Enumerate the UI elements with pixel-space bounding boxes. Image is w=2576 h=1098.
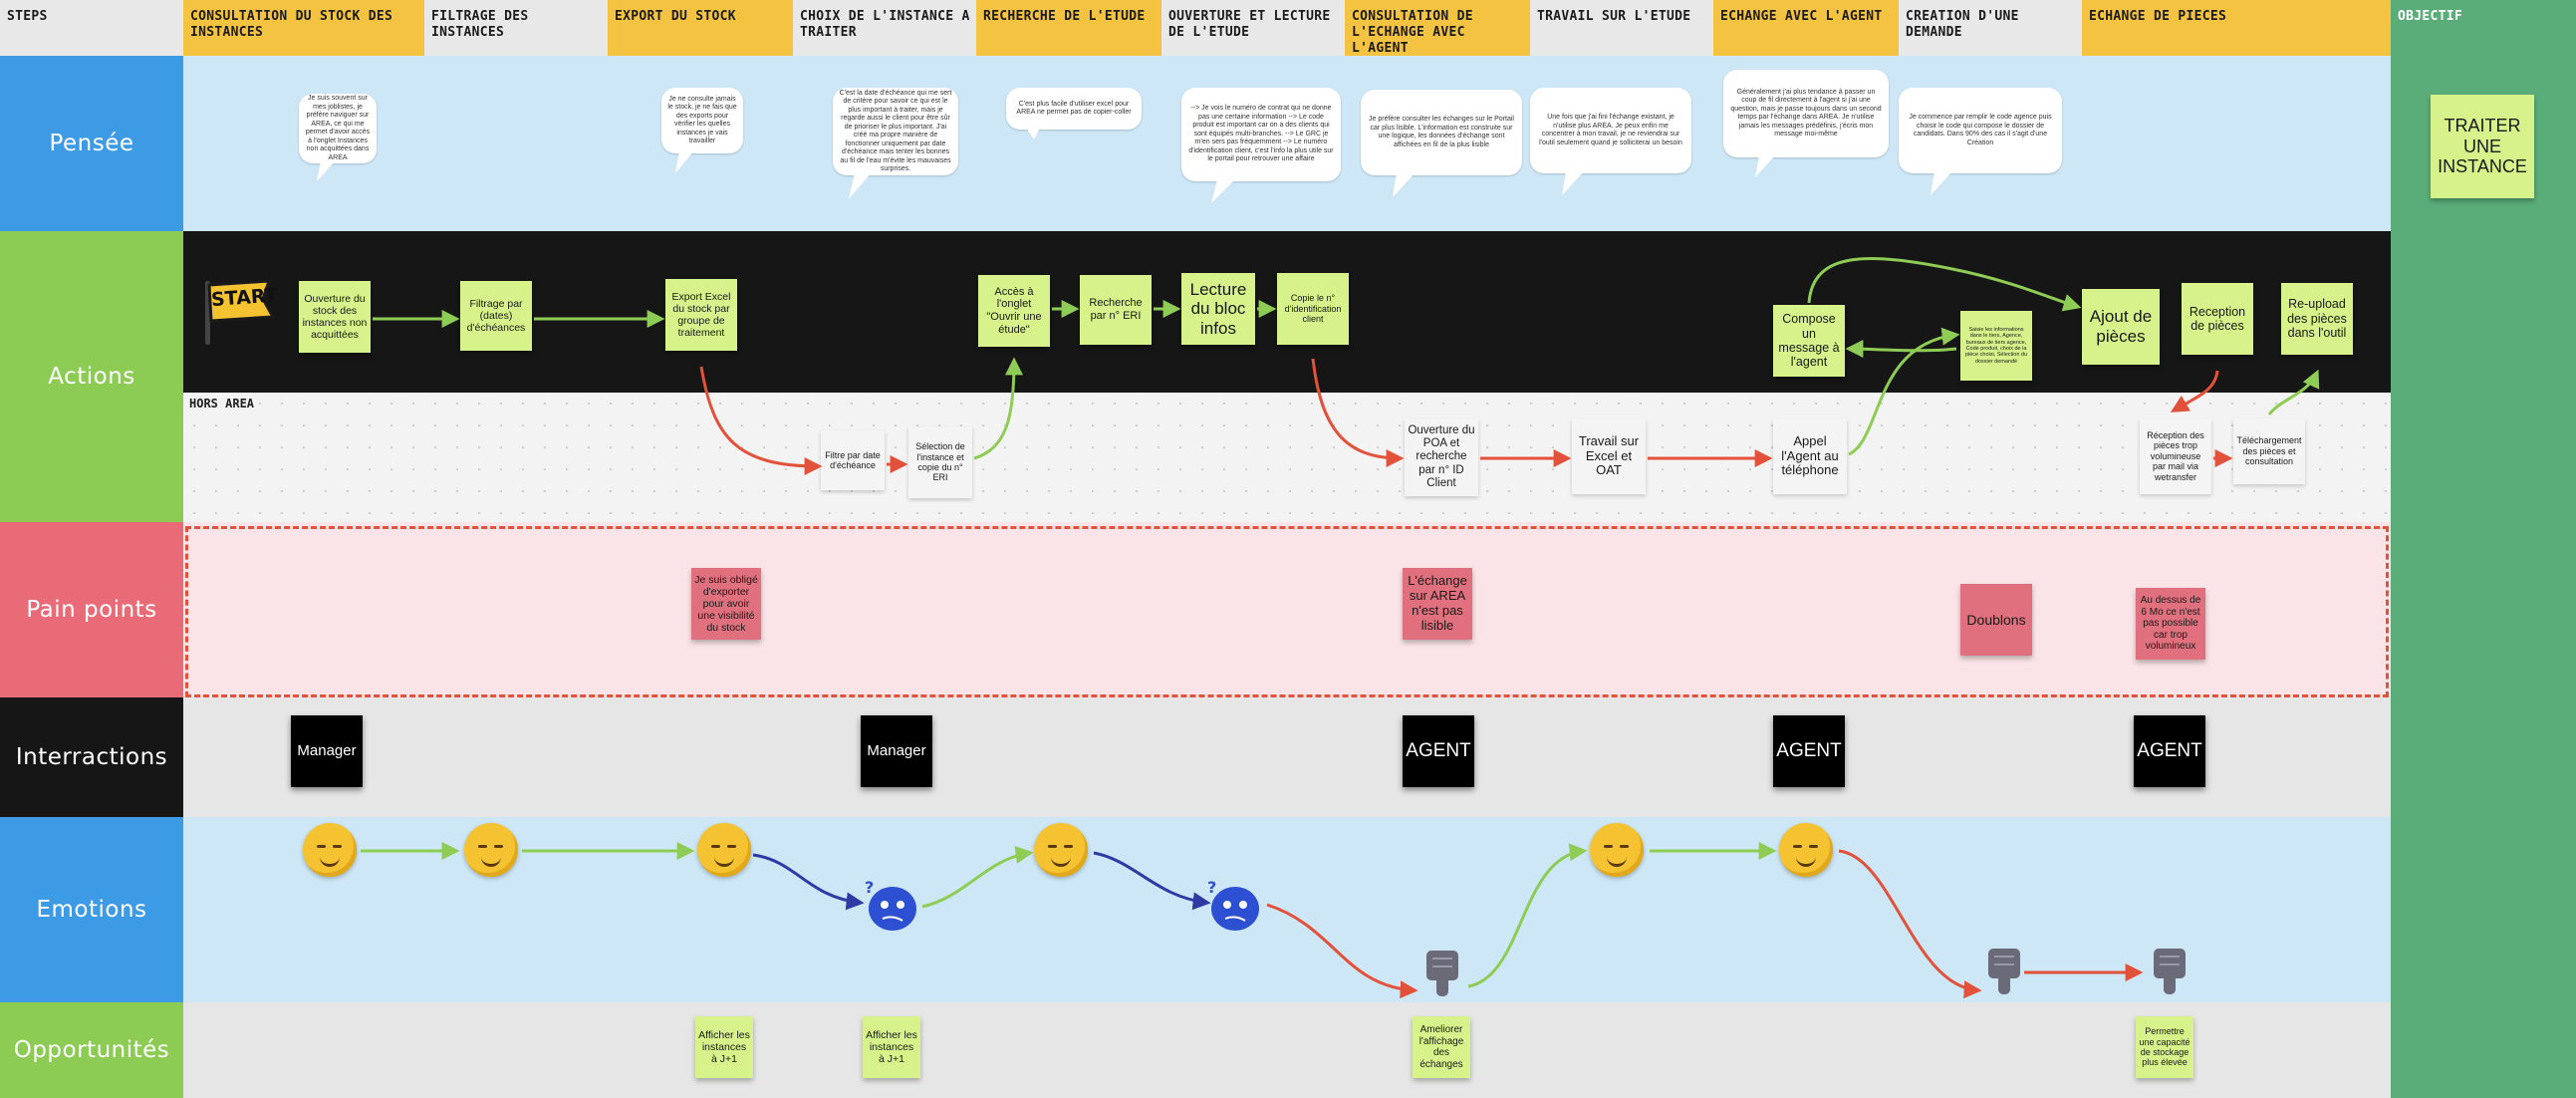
- action-ajout-pieces: Ajout de pièces: [2082, 289, 2160, 365]
- confused-emoji-icon: ?: [865, 878, 916, 931]
- opportunity-capacite-stockage: Permettre une capacité de stockage plus …: [2136, 1016, 2193, 1078]
- interaction-agent: AGENT: [2134, 715, 2205, 787]
- content-emoji-icon: [697, 823, 751, 877]
- row-label-opportunites: Opportunités: [0, 1002, 183, 1098]
- action-saisie-infos: Saisie les informations dans le tiers, A…: [1960, 311, 2032, 381]
- thought-bubble: Généralement j'ai plus tendance à passer…: [1723, 70, 1889, 157]
- interaction-agent: AGENT: [1403, 715, 1474, 787]
- thought-bubble: --> Je vois le numéro de contrat qui ne …: [1181, 88, 1341, 181]
- pain-point-volume: Au dessus de 6 Mo ce n'est pas possible …: [2136, 588, 2205, 660]
- action-reception-pieces: Reception de pièces: [2182, 283, 2253, 355]
- step-filtrage: FILTRAGE DES INSTANCES: [431, 9, 529, 40]
- thumbs-down-icon: [1988, 949, 2020, 994]
- interaction-manager: Manager: [861, 715, 932, 787]
- opportunity-afficher-instances: Afficher les instances à J+1: [695, 1016, 753, 1078]
- action-telechargement: Téléchargement des pièces et consultatio…: [2233, 418, 2305, 484]
- action-reception-wetransfer: Réception des pièces trop volumineuse pa…: [2140, 418, 2211, 494]
- content-emoji-icon: [1590, 823, 1644, 877]
- action-selection-instance: Sélection de l'instance et copie du n° E…: [908, 426, 972, 498]
- thought-bubble: Une fois que j'ai fini l'échange existan…: [1530, 88, 1691, 173]
- content-emoji-icon: [1779, 823, 1833, 877]
- thought-bubble: Je commence par remplir le code agence p…: [1899, 88, 2062, 173]
- action-lecture-bloc: Lecture du bloc infos: [1181, 273, 1255, 345]
- pain-point-echange: L'échange sur AREA n'est pas lisible: [1403, 568, 1472, 640]
- row-label-interractions: Interractions: [0, 697, 183, 817]
- action-ouverture-stock: Ouverture du stock des instances non acq…: [299, 281, 371, 353]
- action-filtre-date: Filtre par date d'échéance: [821, 430, 885, 490]
- thumbs-down-icon: [1426, 951, 1458, 996]
- thumbs-down-icon: [2154, 949, 2186, 994]
- row-label-pain-points: Pain points: [0, 522, 183, 697]
- interaction-agent: AGENT: [1773, 715, 1845, 787]
- step-creation-demande: CREATION D'UNE DEMANDE: [1906, 9, 2019, 40]
- action-reupload-pieces: Re-upload des pièces dans l'outil: [2281, 283, 2353, 355]
- action-travail-excel: Travail sur Excel et OAT: [1572, 418, 1646, 494]
- pain-point-export: Je suis obligé d'exporter pour avoir une…: [691, 568, 761, 640]
- step-ouverture-lecture: OUVERTURE ET LECTURE DE L'ETUDE: [1168, 9, 1331, 40]
- objective-header: OBJECTIF: [2391, 0, 2576, 56]
- thought-bubble: Je ne consulte jamais le stock, je ne fa…: [661, 88, 743, 153]
- hors-area-label: HORS AREA: [189, 397, 255, 411]
- opportunity-ameliorer-affichage: Ameliorer l'affichage des échanges: [1413, 1016, 1470, 1078]
- step-echange-agent: ECHANGE AVEC L'AGENT: [1713, 0, 1899, 56]
- row-label-pensee: Pensée: [0, 56, 183, 231]
- content-emoji-icon: [464, 823, 518, 877]
- row-label-actions: Actions: [0, 231, 183, 522]
- step-consultation-stock: CONSULTATION DU STOCK DES INSTANCES: [183, 0, 424, 56]
- thought-bubble: Je suis souvent sur mes joblistes, je pr…: [299, 94, 377, 163]
- action-copie-id: Copie le n° d'identification client: [1277, 273, 1349, 345]
- thought-bubble: C'est plus facile d'utiliser excel pour …: [1006, 88, 1142, 130]
- content-emoji-icon: [1034, 823, 1088, 877]
- objective-sticky: TRAITER UNE INSTANCE: [2431, 95, 2534, 198]
- action-filtrage: Filtrage par (dates) d'échéances: [460, 281, 532, 351]
- step-echange-pieces: ECHANGE DE PIECES: [2082, 0, 2391, 56]
- confused-emoji-icon: ?: [1207, 878, 1259, 931]
- interaction-manager: Manager: [291, 715, 363, 787]
- svg-text:?: ?: [865, 878, 874, 897]
- pain-point-doublons: Doublons: [1960, 584, 2032, 656]
- pain-dashed-border: [185, 526, 2389, 697]
- action-recherche-eri: Recherche par n° ERI: [1080, 275, 1152, 345]
- opportunities-band: [183, 1002, 2391, 1098]
- action-compose-message: Compose un message à l'agent: [1773, 305, 1845, 377]
- step-export: EXPORT DU STOCK: [608, 0, 793, 56]
- opportunity-afficher-instances: Afficher les instances à J+1: [863, 1016, 920, 1078]
- thought-bubble: C'est la date d'échéance qui me sert de …: [833, 88, 958, 175]
- step-travail-etude: TRAVAIL SUR L'ETUDE: [1537, 9, 1691, 24]
- thought-bubble: Je préfère consulter les échanges sur le…: [1361, 90, 1522, 175]
- content-emoji-icon: [303, 823, 357, 877]
- bubble-tails: [317, 128, 1952, 203]
- action-ouverture-poa: Ouverture du POA et recherche par n° ID …: [1405, 418, 1478, 496]
- interactions-band: [183, 697, 2391, 817]
- action-appel-agent: Appel l'Agent au téléphone: [1773, 418, 1847, 494]
- action-acces-onglet: Accès à l'onglet "Ouvrir une étude": [978, 275, 1050, 347]
- action-export-excel: Export Excel du stock par groupe de trai…: [665, 279, 737, 351]
- step-consultation-echange: CONSULTATION DE L'ECHANGE AVEC L'AGENT: [1345, 0, 1530, 56]
- step-recherche-etude: RECHERCHE DE L'ETUDE: [976, 0, 1161, 56]
- svg-text:?: ?: [1207, 878, 1216, 897]
- step-choix-instance: CHOIX DE L'INSTANCE A TRAITER: [800, 9, 970, 40]
- row-label-emotions: Emotions: [0, 817, 183, 1002]
- hors-area-band: [183, 393, 2391, 522]
- steps-header: STEPS: [0, 0, 183, 56]
- emotions-band: [183, 817, 2391, 1002]
- start-flag-icon: [205, 279, 276, 345]
